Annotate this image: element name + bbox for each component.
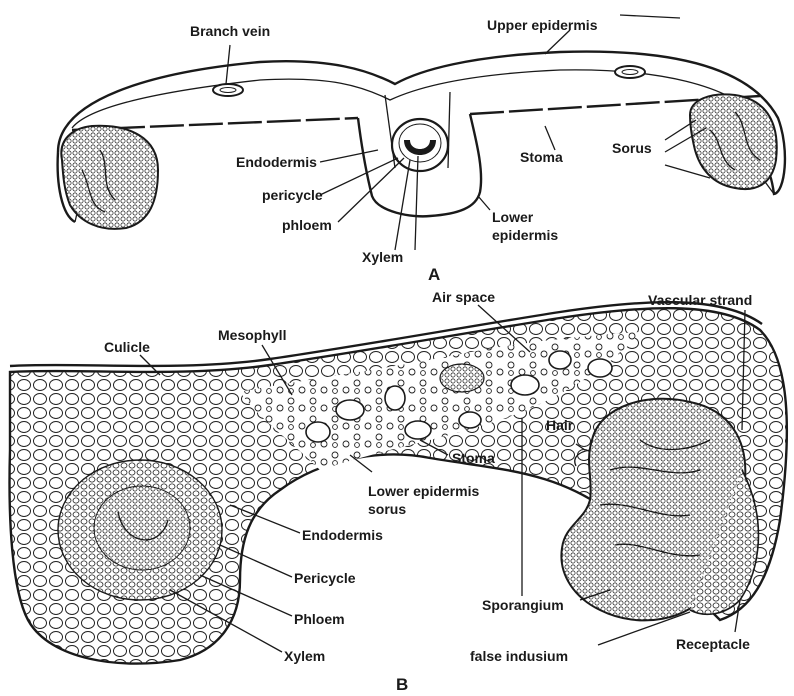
sorus-right [690, 94, 777, 189]
label-xylem-b: Xylem [284, 648, 325, 664]
label-phloem-a: phloem [282, 217, 332, 233]
label-false-indusium: false indusium [470, 648, 568, 664]
label-cuticle: Culicle [104, 339, 150, 355]
vein-bundle-b [440, 364, 484, 392]
panel-label-a: A [428, 265, 440, 284]
label-lower-epidermis-a-line2: epidermis [492, 227, 558, 243]
label-hair: Hair [546, 417, 574, 433]
label-vascular-strand: Vascular strand [648, 292, 752, 308]
branch-vein-right [615, 66, 645, 78]
label-phloem-b: Phloem [294, 611, 345, 627]
label-pericycle-a: pericycle [262, 187, 323, 203]
label-sporangium: Sporangium [482, 597, 564, 613]
label-stoma-b: Stoma [452, 450, 495, 466]
label-lower-epidermis-b: Lower epidermis [368, 483, 479, 499]
midrib-vascular-bundle [392, 119, 448, 171]
panel-b: Culicle Mesophyll Air space Vascular str… [10, 289, 787, 694]
midrib-vascular-bundle-b [58, 460, 222, 600]
label-endodermis-b: Endodermis [302, 527, 383, 543]
label-lower-epidermis-a-line1: Lower [492, 209, 534, 225]
label-sorus-a: Sorus [612, 140, 652, 156]
label-sorus-b: sorus [368, 501, 406, 517]
panel-a: Branch vein Upper epidermis Endodermis p… [58, 15, 785, 284]
label-xylem-a: Xylem [362, 249, 403, 265]
sorus-left [61, 126, 158, 229]
label-receptacle: Receptacle [676, 636, 750, 652]
panel-label-b: B [396, 675, 408, 694]
label-endodermis-a: Endodermis [236, 154, 317, 170]
branch-vein-left [213, 84, 243, 96]
label-mesophyll: Mesophyll [218, 327, 286, 343]
label-branch-vein: Branch vein [190, 23, 270, 39]
label-stoma-a: Stoma [520, 149, 563, 165]
label-pericycle-b: Pericycle [294, 570, 356, 586]
label-upper-epidermis: Upper epidermis [487, 17, 598, 33]
label-air-space: Air space [432, 289, 495, 305]
